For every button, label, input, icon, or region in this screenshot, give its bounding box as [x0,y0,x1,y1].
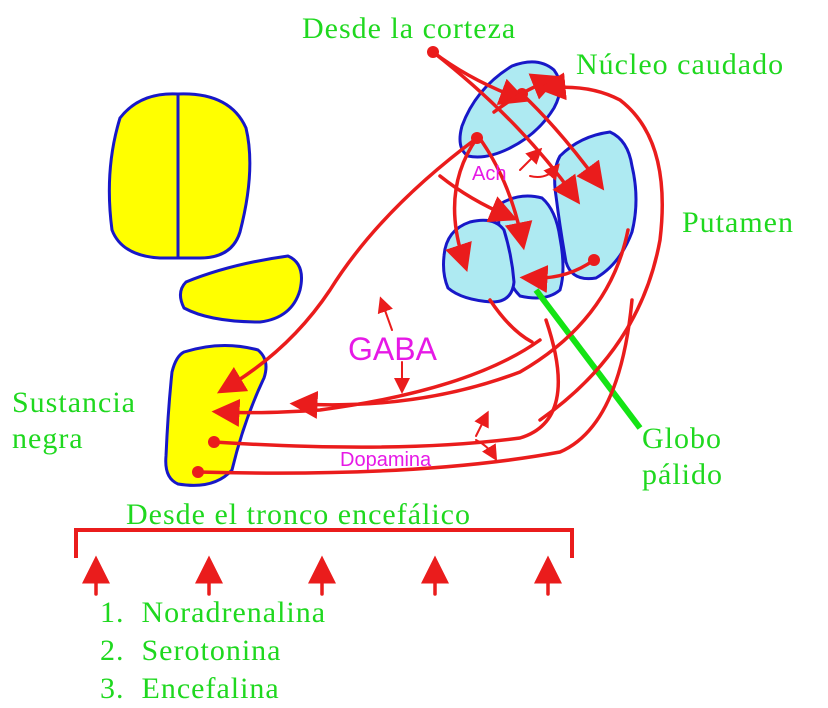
putamen-to-nigra-arrow [289,228,630,419]
substantia-nigra-shape [164,343,268,487]
brainstem-arrows [82,555,562,596]
label-ach: Ach [472,163,506,185]
label-substantia-line1: Sustancia [12,386,136,419]
pons-shape [179,254,303,324]
pathways [192,46,664,478]
cerebral-peduncles-shape [107,92,252,260]
ach-arrow-1 [519,147,543,171]
cortex-to-putamen-arrow [431,50,581,205]
label-from-cortex: Desde la corteza [302,12,516,45]
globus-pallidus-pointer [533,288,643,430]
brainstem-item-2: 2. Serotonina [100,634,281,667]
globus-drop-line [488,298,534,344]
label-from-brainstem: Desde el tronco encefálico [126,498,471,531]
brainstem-sections [107,92,303,487]
ach-arrow-2 [529,163,560,181]
caudate-to-putamen-arrow [520,92,605,191]
caudate-to-gp-internal-arrow [445,136,479,272]
brainstem-item-3: 3. Encefalina [100,672,280,705]
dopamine-arrow-1 [474,410,489,437]
nigra-to-putamen-line [196,298,634,475]
putamen-to-globus-arrow [519,258,596,293]
putamen-to-caudate-loop [537,72,664,422]
gaba-arrow-up [377,296,393,331]
globus-pallidus-inner-shape [442,218,516,304]
brainstem-input-bracket [74,528,574,596]
globus-loop-arrow [438,174,518,223]
bracket-line [74,528,574,558]
caudate-to-globus-arrow [476,134,533,251]
caudate-to-nigra-arrow [216,136,479,394]
nigra-to-caudate-line [212,318,560,449]
label-dopamine: Dopamina [340,449,432,471]
brainstem-item-1: 1. Noradrenalina [100,596,326,629]
label-caudate-nucleus: Núcleo caudado [576,48,784,81]
dopamine-arrow-2 [475,439,498,462]
label-gaba: GABA [348,331,438,367]
label-substantia-line2: negra [12,422,84,455]
label-globus-line2: pálido [642,458,723,491]
label-putamen: Putamen [682,206,794,239]
label-globus-line1: Globo [642,422,722,455]
